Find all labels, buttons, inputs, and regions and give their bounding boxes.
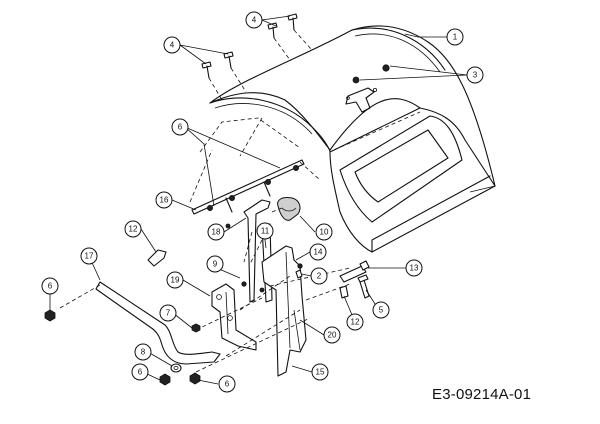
callout-6-bottom-right: 6 [218, 375, 236, 393]
screw-group-top [201, 13, 313, 101]
svg-text:16: 16 [160, 196, 169, 205]
support-frame [189, 117, 321, 215]
drawing-code-label: E3-09214A-01 [432, 386, 532, 403]
svg-text:12: 12 [129, 225, 138, 234]
svg-text:18: 18 [212, 228, 221, 237]
callout-4-left: 4 [163, 36, 181, 54]
callout-11: 11 [256, 222, 274, 240]
svg-text:10: 10 [320, 228, 329, 237]
callout-12-right: 12 [346, 313, 364, 331]
svg-text:9: 9 [213, 260, 218, 269]
callout-19: 19 [166, 271, 184, 289]
svg-text:1: 1 [453, 33, 458, 42]
callout-20: 20 [323, 326, 341, 344]
callout-16: 16 [155, 191, 173, 209]
svg-text:12: 12 [351, 318, 360, 327]
svg-text:17: 17 [85, 252, 94, 261]
svg-text:19: 19 [171, 276, 180, 285]
callout-17: 17 [80, 247, 98, 265]
svg-text:15: 15 [316, 368, 325, 377]
right-bracket [195, 245, 351, 377]
callout-18: 18 [207, 223, 225, 241]
callout-5: 5 [372, 301, 390, 319]
callout-2: 2 [310, 267, 328, 285]
callout-1: 1 [446, 28, 464, 46]
callout-10: 10 [315, 223, 333, 241]
svg-text:8: 8 [141, 348, 146, 357]
callout-6-bottom-left: 6 [131, 363, 149, 381]
svg-text:7: 7 [166, 309, 171, 318]
left-bracket [211, 281, 257, 351]
callout-8: 8 [134, 343, 152, 361]
callout-7: 7 [159, 304, 177, 322]
svg-text:14: 14 [314, 248, 323, 257]
leader-lines [49, 15, 468, 385]
svg-text:20: 20 [328, 331, 337, 340]
svg-text:13: 13 [410, 264, 419, 273]
svg-text:3: 3 [473, 71, 478, 80]
svg-text:6: 6 [48, 282, 53, 291]
callout-12-top: 12 [124, 220, 142, 238]
callout-6-left: 6 [41, 277, 59, 295]
hood-clip [345, 64, 390, 113]
callout-15: 15 [311, 363, 329, 381]
svg-text:5: 5 [379, 306, 384, 315]
hardware [44, 223, 370, 386]
callout-13: 13 [405, 259, 423, 277]
svg-text:2: 2 [317, 272, 322, 281]
linkage-rod [59, 281, 221, 365]
svg-text:4: 4 [252, 16, 257, 25]
callout-6-hood: 6 [171, 118, 189, 136]
callout-14: 14 [309, 243, 327, 261]
svg-text:6: 6 [178, 123, 183, 132]
svg-text:6: 6 [138, 368, 143, 377]
callout-9: 9 [206, 255, 224, 273]
callout-4-top: 4 [245, 11, 263, 29]
cover-hood [209, 25, 496, 253]
callout-3: 3 [466, 66, 484, 84]
svg-text:4: 4 [170, 41, 175, 50]
svg-text:11: 11 [261, 227, 270, 236]
svg-text:6: 6 [225, 380, 230, 389]
